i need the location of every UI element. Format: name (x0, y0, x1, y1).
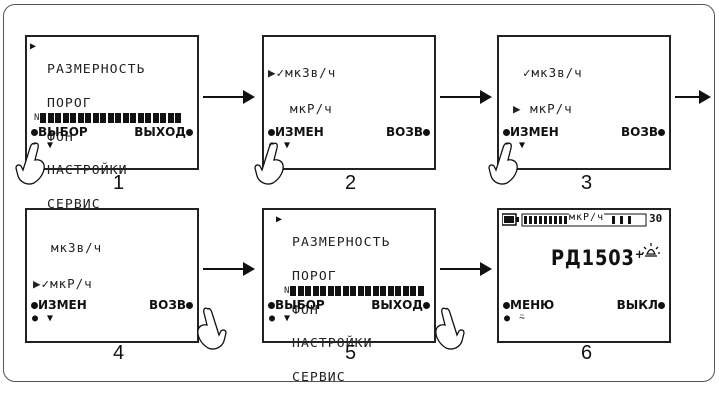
softkey-row: МЕНЮ ВЫКЛ (499, 298, 669, 314)
status-unit: мкР/ч (569, 212, 605, 223)
step-number: 2 (345, 172, 357, 194)
button-dot-icon (268, 129, 275, 136)
button-dot-icon (423, 129, 430, 136)
cursor-arrow-icon: ▶ (276, 214, 283, 225)
button-dot-icon (423, 302, 430, 309)
softkey-row: ВЫБОР ВЫХОД (27, 125, 197, 141)
softkey-row: ИЗМЕН ВОЗВ (264, 125, 434, 141)
screen-3: ✓мкЗв/ч ▶ мкР/ч ИЗМЕН ВОЗВ ●▼ (497, 35, 671, 170)
button-dot-icon (31, 302, 38, 309)
softkey-row: ВЫБОР ВЫХОД (264, 298, 434, 314)
menu-item: НАСТРОЙКИ (47, 162, 128, 178)
pointing-hand-icon (15, 142, 45, 185)
unit-options: ▶✓мкЗв/ч мкР/ч (268, 43, 336, 139)
menu-item: ФОН (292, 301, 319, 317)
button-dot-icon (503, 129, 510, 136)
menu-item: СЕРВИС (47, 195, 101, 211)
off-softkey[interactable]: ВЫКЛ (617, 298, 665, 312)
step-number: 4 (113, 342, 125, 364)
menu-item: СЕРВИС (292, 368, 346, 384)
n-label: N (284, 286, 290, 296)
unit-option: мкЗв/ч (531, 65, 583, 80)
n-bar: N (34, 110, 183, 123)
nav-icons: ●▼ (504, 140, 535, 151)
screen-2: ▶✓мкЗв/ч мкР/ч ИЗМЕН ВОЗВ ●▼ (262, 35, 436, 170)
button-dot-icon (503, 302, 510, 309)
main-menu: РАЗМЕРНОСТЬ ПОРОГ ФОН НАСТРОЙКИ СЕРВИС (292, 214, 390, 404)
screen-4: мкЗв/ч ▶✓мкР/ч ИЗМЕН ВОЗВ ●▼ (25, 208, 199, 343)
step-number: 5 (345, 342, 357, 364)
menu-item: ПОРОГ (47, 95, 92, 111)
change-softkey[interactable]: ИЗМЕН (31, 298, 87, 312)
unit-option: мкЗв/ч (285, 65, 337, 80)
menu-item: ФОН (47, 128, 74, 144)
step-number: 3 (581, 172, 593, 194)
back-softkey[interactable]: ВОЗВ (386, 125, 430, 139)
button-dot-icon (186, 302, 193, 309)
nav-icons: ●▼ (269, 140, 300, 151)
menu-item: РАЗМЕРНОСТЬ (47, 61, 146, 77)
nav-icons: ●▼ (32, 313, 63, 324)
menu-item: РАЗМЕРНОСТЬ (292, 234, 391, 250)
unit-option: мкР/ч (50, 276, 93, 291)
back-softkey[interactable]: ВОЗВ (621, 125, 665, 139)
button-dot-icon (658, 129, 665, 136)
pointing-hand-icon (488, 142, 518, 185)
button-dot-icon (186, 129, 193, 136)
softkey-row: ИЗМЕН ВОЗВ (499, 125, 669, 141)
flow-arrow (440, 90, 492, 104)
button-dot-icon (658, 302, 665, 309)
button-dot-icon (31, 129, 38, 136)
unit-options: мкЗв/ч ▶✓мкР/ч (33, 218, 102, 314)
screen-5: ▶ РАЗМЕРНОСТЬ ПОРОГ ФОН НАСТРОЙКИ СЕРВИС… (262, 208, 436, 383)
nav-icons: ●▼ (32, 140, 63, 151)
n-label: N (34, 113, 40, 123)
nav-icons: ●⍨ (504, 313, 535, 324)
device-model: РД1503⁺ (551, 246, 646, 270)
step-number: 6 (581, 342, 593, 364)
pointing-hand-icon (254, 142, 284, 185)
select-softkey[interactable]: ВЫБОР (268, 298, 325, 312)
pointing-hand-icon (197, 307, 227, 350)
pointing-hand-icon (435, 307, 465, 350)
check-icon: ✓ (523, 65, 532, 80)
cursor-arrow-icon: ▶ (30, 41, 37, 52)
exit-softkey[interactable]: ВЫХОД (134, 125, 193, 139)
unit-option: мкР/ч (530, 101, 573, 116)
screen-1: ▶ РАЗМЕРНОСТЬ ПОРОГ ФОН НАСТРОЙКИ СЕРВИС… (25, 35, 199, 210)
backlight-icon (642, 243, 660, 257)
menu-item: ПОРОГ (292, 268, 337, 284)
cursor-arrow-icon: ▶ (513, 101, 531, 116)
menu-item: НАСТРОЙКИ (292, 335, 373, 351)
cursor-arrow-icon: ▶✓ (268, 65, 286, 80)
change-softkey[interactable]: ИЗМЕН (268, 125, 324, 139)
flow-arrow (675, 90, 711, 104)
main-menu: РАЗМЕРНОСТЬ ПОРОГ ФОН НАСТРОЙКИ СЕРВИС (47, 41, 145, 231)
exit-softkey[interactable]: ВЫХОД (371, 298, 430, 312)
select-softkey[interactable]: ВЫБОР (31, 125, 88, 139)
n-bar: N (284, 283, 425, 296)
change-softkey[interactable]: ИЗМЕН (503, 125, 559, 139)
cursor-arrow-icon: ▶✓ (33, 276, 51, 291)
unit-options: ✓мкЗв/ч ▶ мкР/ч (505, 43, 583, 139)
flow-arrow (203, 90, 255, 104)
step-number: 1 (113, 172, 125, 194)
status-value: 30 (649, 212, 663, 225)
back-softkey[interactable]: ВОЗВ (149, 298, 193, 312)
unit-option: мкР/ч (290, 101, 333, 116)
flow-arrow (440, 262, 492, 276)
unit-option: мкЗв/ч (51, 240, 103, 255)
button-dot-icon (268, 302, 275, 309)
softkey-row: ИЗМЕН ВОЗВ (27, 298, 197, 314)
nav-icons: ●▼ (269, 313, 300, 324)
flow-arrow (203, 262, 255, 276)
screen-6: мкР/ч 30 РД1503⁺ МЕНЮ ВЫКЛ ●⍨ (497, 208, 671, 343)
menu-softkey[interactable]: МЕНЮ (503, 298, 554, 312)
